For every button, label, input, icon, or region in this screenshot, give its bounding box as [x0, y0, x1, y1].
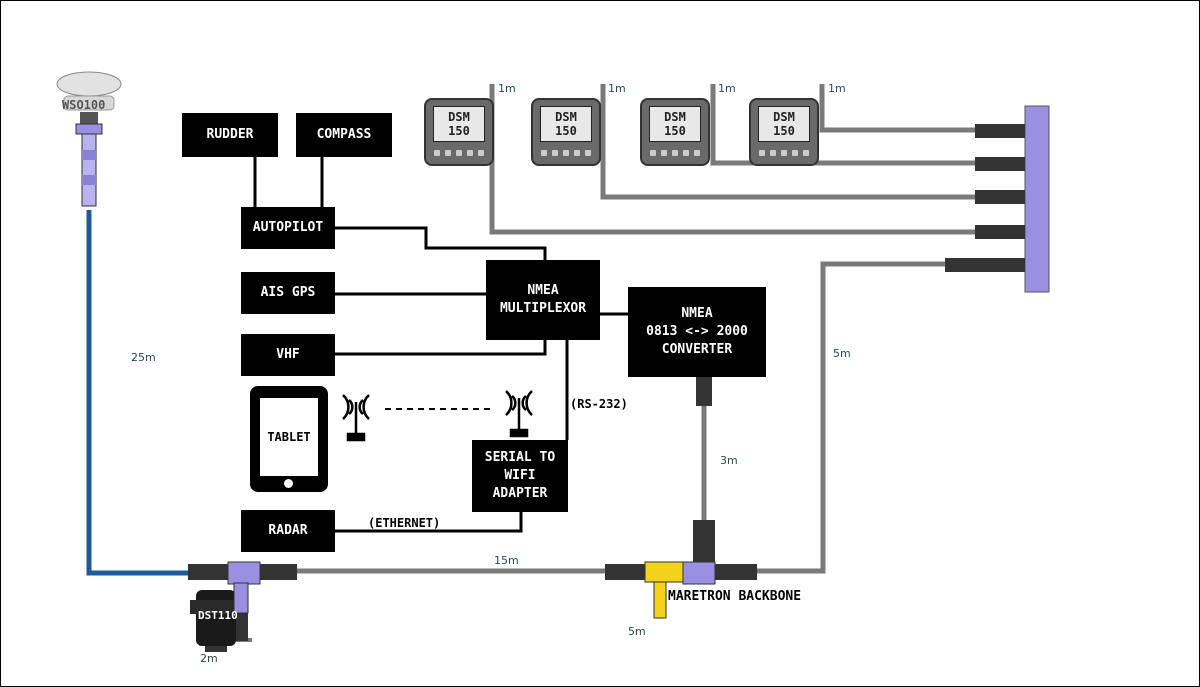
- dsm-cable-length-1: 1m: [498, 82, 516, 95]
- wso-cable-25m: [86, 210, 190, 576]
- left-tee-connector: [188, 561, 297, 585]
- converter-connector: [696, 372, 712, 406]
- tablet-label: TABLET: [260, 398, 318, 476]
- converter-cable-length: 3m: [720, 454, 738, 467]
- adapter-antenna-icon: [505, 390, 533, 438]
- dst-cable-length: 2m: [200, 652, 218, 665]
- tablet-home-button: [284, 479, 293, 488]
- dsm-line1: DSM: [773, 110, 795, 124]
- backbone-label: MARETRON BACKBONE: [668, 589, 802, 604]
- dsm-line1: DSM: [664, 110, 686, 124]
- vhf-wire: [335, 340, 547, 356]
- backbone-cable-length: 15m: [494, 554, 519, 567]
- dst-transducer: [190, 582, 249, 652]
- ethernet-label: (ETHERNET): [368, 516, 441, 530]
- dsm-cable-3: [710, 84, 975, 166]
- wso100-sensor: [56, 71, 122, 207]
- dsm-line2: 150: [664, 124, 686, 138]
- compass-box: COMPASS: [296, 113, 392, 157]
- hub-cable-length: 5m: [833, 347, 851, 360]
- dsm-line2: 150: [773, 124, 795, 138]
- maretron-hub: [1024, 105, 1050, 293]
- wso-cable-length: 25m: [131, 351, 156, 364]
- dsm-line1: DSM: [448, 110, 470, 124]
- radar-box: RADAR: [241, 510, 335, 552]
- nmea-multiplexor-box: NMEA MULTIPLEXOR: [486, 260, 600, 340]
- terminator-cable-length: 5m: [628, 625, 646, 638]
- autopilot-wire: [335, 226, 547, 260]
- dsm-line2: 150: [555, 124, 577, 138]
- serial-wifi-adapter-box: SERIAL TO WIFI ADAPTER: [472, 440, 568, 512]
- wso100-label: WSO100: [62, 98, 106, 112]
- dsm-cable-length-4: 1m: [828, 82, 846, 95]
- dsm-cable-length-2: 1m: [608, 82, 626, 95]
- dsm-line1: DSM: [555, 110, 577, 124]
- right-tee-connector: [605, 520, 757, 619]
- autopilot-box: AUTOPILOT: [241, 207, 335, 249]
- dsm-cable-4: [819, 84, 975, 133]
- hub-cable-5m: [757, 261, 945, 574]
- rs232-label: (RS-232): [570, 397, 628, 411]
- nmea-converter-box: NMEA 0813 <-> 2000 CONVERTER: [628, 287, 766, 377]
- dst-label: DST110: [198, 609, 238, 622]
- tablet-antenna-icon: [342, 394, 370, 442]
- ais-gps-box: AIS GPS: [241, 272, 335, 314]
- ethernet-wire: [335, 512, 523, 533]
- hub-connectors: [945, 124, 1025, 272]
- tablet-device: TABLET: [250, 386, 328, 492]
- dsm-line2: 150: [448, 124, 470, 138]
- rudder-box: RUDDER: [182, 113, 278, 157]
- dsm-cable-length-3: 1m: [718, 82, 736, 95]
- vhf-box: VHF: [241, 334, 335, 376]
- dsm-cable-2: [600, 84, 975, 200]
